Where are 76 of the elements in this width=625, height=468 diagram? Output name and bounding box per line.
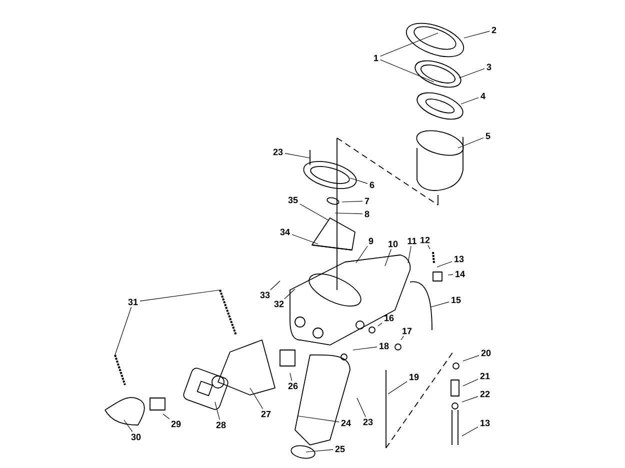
- leader-line: [400, 336, 404, 340]
- leader-line: [298, 416, 340, 422]
- leader-line: [114, 306, 132, 356]
- callout-number: 18: [380, 342, 389, 350]
- leader-line: [350, 178, 368, 184]
- callout-number: 27: [261, 410, 271, 418]
- leader-line: [380, 60, 434, 82]
- leader-line: [250, 388, 264, 410]
- callout-number: 32: [274, 300, 284, 308]
- leader-line: [460, 97, 479, 104]
- callout-number: 17: [402, 328, 412, 334]
- callout-number: 11: [408, 238, 416, 244]
- leader-line: [306, 449, 334, 452]
- callout-number: 15: [452, 296, 461, 304]
- callout-number: 19: [410, 374, 419, 380]
- leader-line: [380, 32, 438, 56]
- callout-number: 22: [480, 390, 490, 398]
- leader-line: [458, 68, 485, 78]
- callout-number: 21: [480, 372, 490, 380]
- callout-number: 10: [388, 240, 398, 248]
- callout-number: 16: [384, 314, 394, 322]
- leader-line: [334, 212, 363, 214]
- leader-line: [462, 426, 478, 436]
- leader-line: [436, 261, 452, 268]
- leader-line: [214, 402, 220, 420]
- leader-line: [140, 290, 220, 302]
- callout-number: 24: [341, 420, 351, 426]
- leader-line: [292, 234, 318, 244]
- callout-number: 3: [486, 64, 492, 70]
- leader-line: [428, 244, 430, 250]
- callout-number: 9: [368, 238, 374, 244]
- leader-line: [356, 398, 366, 418]
- callout-number: 14: [456, 270, 465, 278]
- leader-line: [270, 280, 280, 290]
- callout-number: 6: [370, 182, 374, 188]
- leader-line: [462, 378, 478, 386]
- callout-number: 8: [364, 210, 370, 218]
- callout-number: 30: [131, 434, 141, 440]
- callout-number: 28: [216, 422, 226, 428]
- leader-line: [356, 246, 368, 264]
- leader-line: [124, 420, 133, 432]
- callout-number: 29: [171, 420, 181, 428]
- leader-line: [284, 153, 310, 158]
- leader-line: [458, 137, 484, 148]
- callout-number: 33: [260, 292, 270, 298]
- leader-line: [430, 302, 450, 308]
- callout-number: 34: [280, 228, 290, 236]
- callout-number: 31: [128, 298, 138, 306]
- callout-number: 23: [363, 418, 373, 426]
- callout-number: 26: [288, 382, 298, 390]
- callout-number: 25: [335, 446, 345, 452]
- leader-line: [162, 414, 170, 420]
- callout-number: 12: [420, 236, 430, 244]
- callout-number: 13: [480, 420, 490, 426]
- leader-line: [284, 288, 296, 300]
- leader-line: [464, 30, 490, 38]
- callout-number: 13: [454, 256, 464, 262]
- callout-number: 23: [273, 148, 283, 156]
- callout-number: 7: [364, 198, 370, 204]
- callout-number: 5: [486, 132, 490, 140]
- leader-line: [300, 204, 328, 220]
- leader-line: [448, 274, 454, 276]
- callout-number: 4: [480, 92, 486, 100]
- leader-line: [290, 372, 292, 382]
- leader-line: [462, 396, 478, 402]
- callout-number: 20: [481, 350, 491, 356]
- leader-line: [352, 346, 378, 350]
- callout-number: 35: [288, 196, 298, 204]
- leader-line: [388, 381, 408, 394]
- leader-line: [342, 200, 363, 202]
- callout-number: 2: [492, 26, 496, 34]
- callout-number: 1: [374, 54, 378, 62]
- leader-line: [378, 322, 382, 326]
- leader-line: [408, 246, 412, 264]
- leader-line: [384, 248, 392, 266]
- leader-line: [462, 355, 480, 362]
